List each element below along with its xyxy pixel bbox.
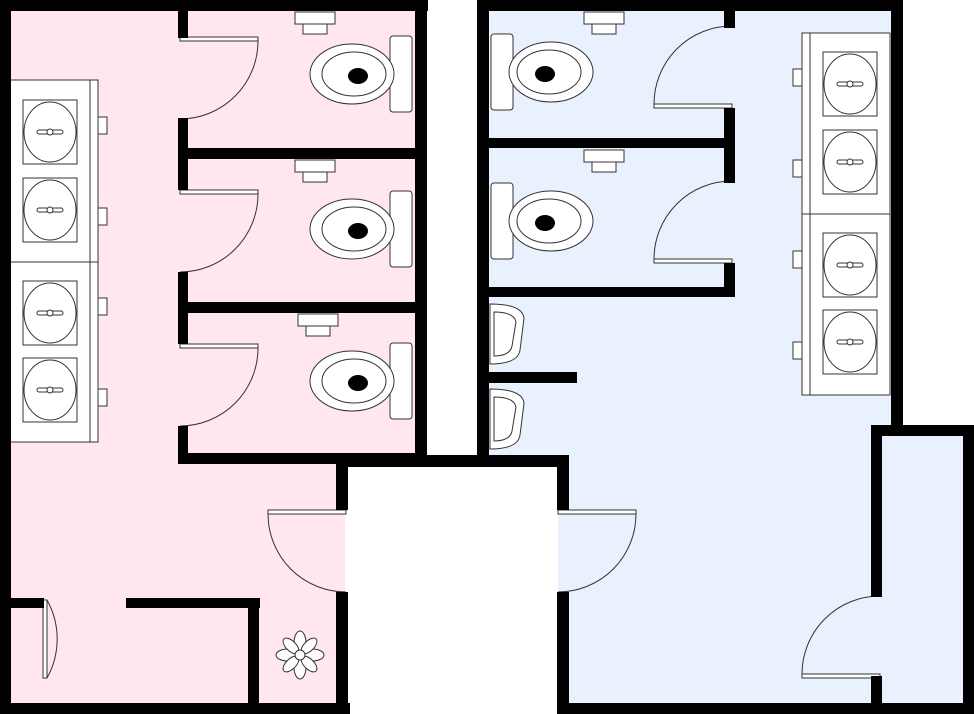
womens-sink-3: [22, 280, 78, 346]
mens-sink-4: [822, 309, 878, 375]
womens-sink-1: [22, 99, 78, 165]
womens-sink-4: [22, 357, 78, 423]
womens-stall-1-door[interactable]: [179, 36, 259, 120]
mens-sink-1: [822, 51, 878, 117]
potted-plant-icon: [275, 630, 325, 680]
womens-entrance-door[interactable]: [267, 509, 347, 593]
womens-sink-2: [22, 177, 78, 243]
womens-storage-door[interactable]: [42, 599, 58, 679]
womens-stall-2-door[interactable]: [179, 189, 259, 273]
mens-entrance-door[interactable]: [557, 509, 637, 593]
mens-sink-2: [822, 129, 878, 195]
mens-stall-2-door[interactable]: [653, 180, 733, 264]
mens-stall-1-door[interactable]: [653, 25, 733, 109]
mens-sink-3: [822, 232, 878, 298]
womens-stall-3-door[interactable]: [179, 343, 259, 427]
